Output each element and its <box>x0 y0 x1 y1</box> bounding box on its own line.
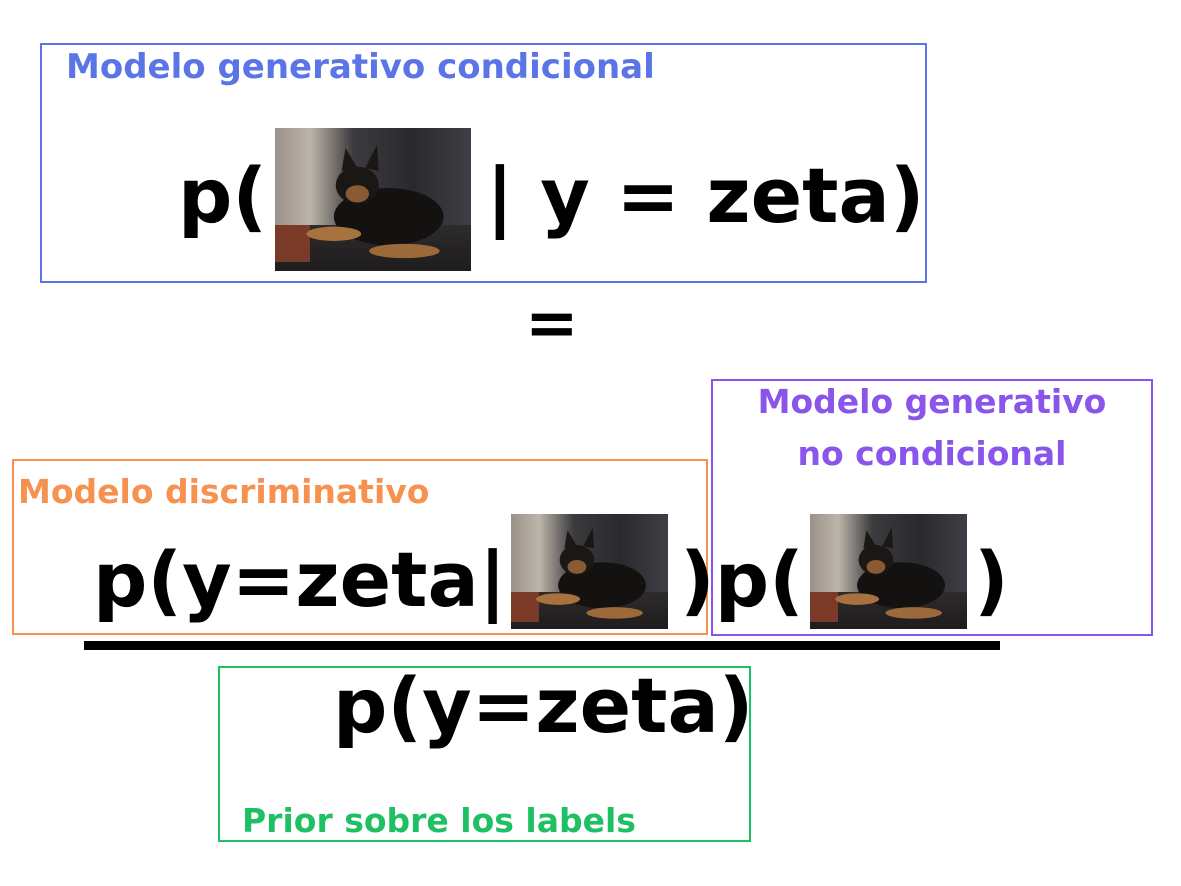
conditional-model-label: Modelo generativo condicional <box>66 47 655 87</box>
discriminative-model-box <box>12 459 708 635</box>
top-p-rest: | y = zeta) <box>486 151 925 240</box>
unconditional-model-box <box>711 379 1153 636</box>
top-p-open: p( <box>178 151 268 240</box>
prior-label: Prior sobre los labels <box>242 801 636 840</box>
numerator-p-close: ) <box>974 535 1009 624</box>
numerator-p-mid: )p( <box>680 535 804 624</box>
puppy-photo-icon <box>810 514 967 629</box>
numerator-p-open: p(y=zeta| <box>93 535 507 624</box>
discriminative-model-label: Modelo discriminativo <box>18 472 430 511</box>
unconditional-model-label-line2: no condicional <box>797 434 1067 473</box>
fraction-bar <box>84 641 1000 650</box>
conditional-model-box <box>40 43 927 283</box>
denominator: p(y=zeta) <box>333 661 754 750</box>
prior-box <box>218 666 751 842</box>
unconditional-model-label-line1: Modelo generativo <box>757 382 1107 421</box>
equals-sign: = <box>525 287 579 361</box>
puppy-photo-icon <box>511 514 668 629</box>
puppy-photo-icon <box>275 128 471 271</box>
